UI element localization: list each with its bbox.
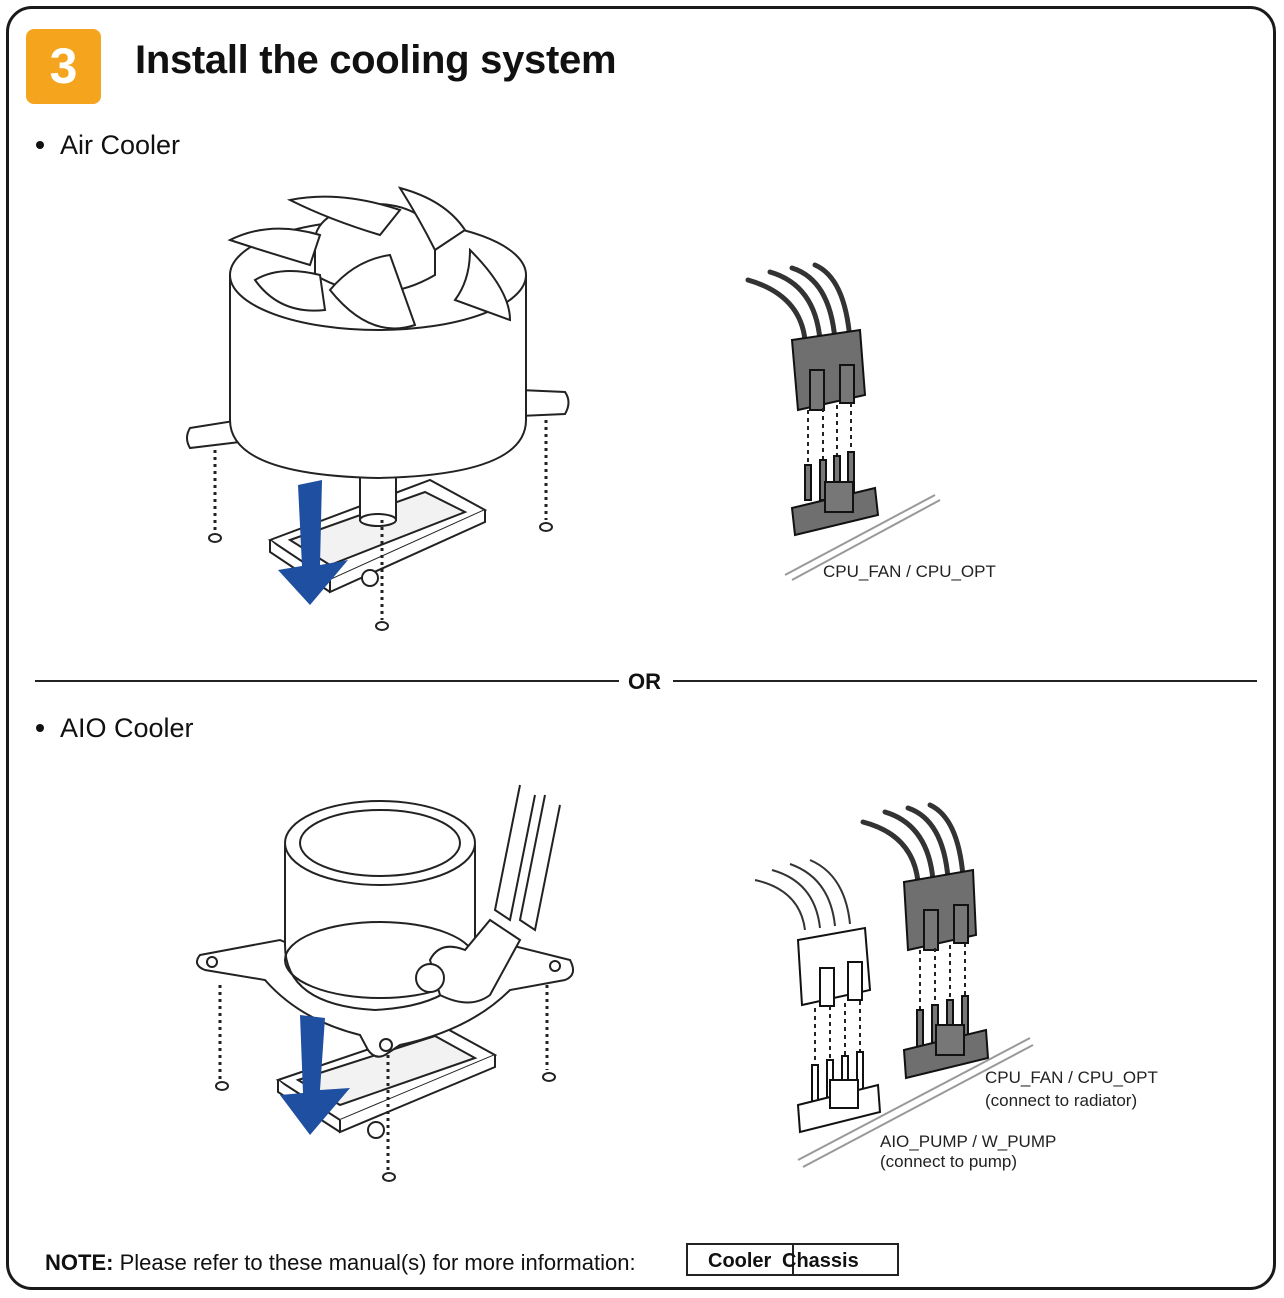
note-prefix: NOTE: — [45, 1250, 114, 1275]
aio-pump-note: (connect to pump) — [880, 1152, 1018, 1171]
section-aio-cooler: AIO Cooler — [36, 713, 194, 744]
install-arrow-icon — [280, 1015, 350, 1135]
aio-pump-label: AIO_PUMP / W_PUMP — [880, 1132, 1057, 1151]
note-line: NOTE: Please refer to these manual(s) fo… — [45, 1250, 636, 1276]
bullet-dot-icon — [36, 140, 44, 149]
fan-connector-icon — [745, 262, 941, 581]
install-arrow-icon — [278, 480, 348, 605]
instruction-card — [6, 6, 1276, 1290]
fan-connector-icon — [860, 802, 990, 1080]
section-label: AIO Cooler — [60, 713, 194, 743]
aio-cooler-illustration — [195, 784, 575, 1182]
step-title: Install the cooling system — [135, 38, 617, 82]
air-cooler-illustration — [186, 186, 570, 631]
section-air-cooler: Air Cooler — [36, 130, 180, 161]
manual-list-box: Cooler Chassis — [686, 1243, 899, 1276]
manual-chassis-link[interactable]: Chassis — [782, 1250, 859, 1272]
section-label: Air Cooler — [60, 130, 181, 160]
aio-cpu-fan-label: CPU_FAN / CPU_OPT — [985, 1068, 1158, 1087]
manual-cooler-link[interactable]: Cooler — [708, 1250, 772, 1272]
divider-right — [673, 680, 1257, 682]
manual-separator — [792, 1245, 794, 1274]
step-number-badge: 3 — [26, 29, 101, 104]
divider-left — [35, 680, 619, 682]
pump-connector-icon — [754, 859, 882, 1134]
divider-or-text: OR — [628, 669, 661, 694]
note-text: Please refer to these manual(s) for more… — [119, 1250, 636, 1275]
board-edge-line — [797, 1037, 1034, 1168]
bullet-dot-icon — [36, 723, 44, 732]
aio-cpu-fan-note: (connect to radiator) — [985, 1091, 1138, 1110]
air-cpu-fan-label: CPU_FAN / CPU_OPT — [823, 562, 996, 581]
